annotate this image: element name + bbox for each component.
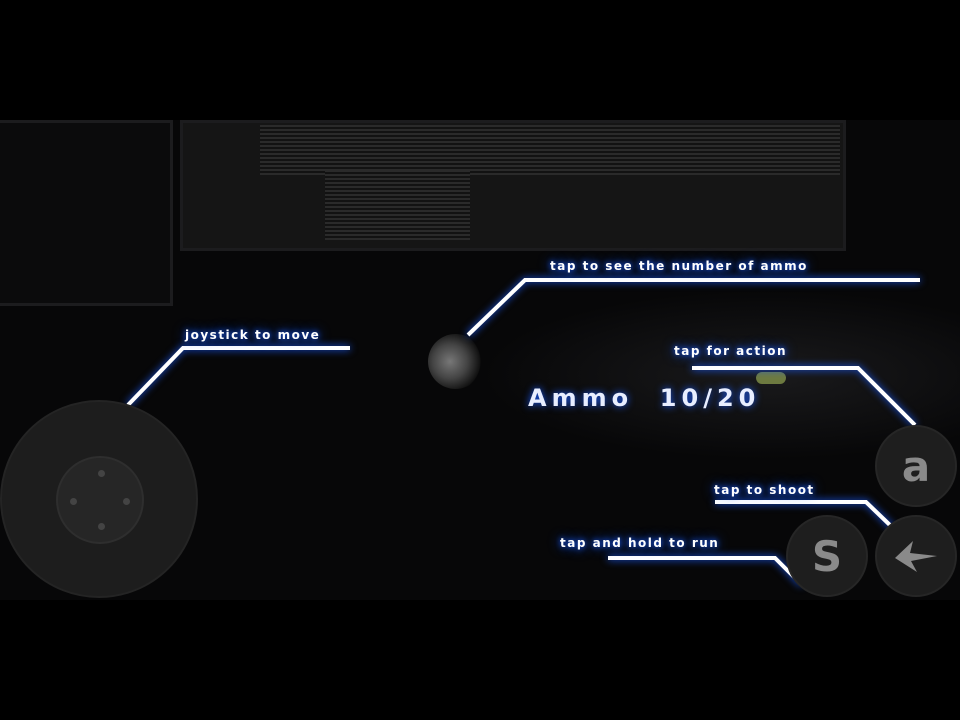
joystick-callout: Joystick to move [185,328,321,342]
knob-dot [123,498,130,505]
ammo-pickup [756,372,786,384]
ammo-callout: Tap to see the number of ammo [550,259,808,273]
vent-grate [260,125,840,175]
ammo-label: Ammo [528,384,634,412]
run-button-label: S [811,531,843,581]
action-callout-line [692,366,917,427]
ammo-callout-line [466,278,920,337]
floor-light [480,290,960,460]
door-grate [325,170,470,240]
knob-dot [98,470,105,477]
knob-dot [70,498,77,505]
action-button-label: a [901,441,931,491]
joystick-callout-line [126,346,350,407]
wall-block [0,120,173,306]
knob-dot [98,523,105,530]
joystick[interactable] [0,400,198,598]
shoot-callout-line [715,500,895,530]
ammo-value: 10/20 [659,384,761,412]
run-callout: Tap and Hold to run [560,536,720,550]
shoot-callout: Tap to Shoot [714,483,815,497]
shoot-button[interactable] [875,515,957,597]
ammo-counter[interactable]: Ammo 10/20 [528,384,760,412]
action-button[interactable]: a [875,425,957,507]
joystick-knob[interactable] [56,456,144,544]
player-character [428,334,483,389]
action-callout: Tap for action [674,344,788,358]
arrow-left-icon [895,541,937,572]
run-button[interactable]: S [786,515,868,597]
run-callout-line [608,556,804,587]
